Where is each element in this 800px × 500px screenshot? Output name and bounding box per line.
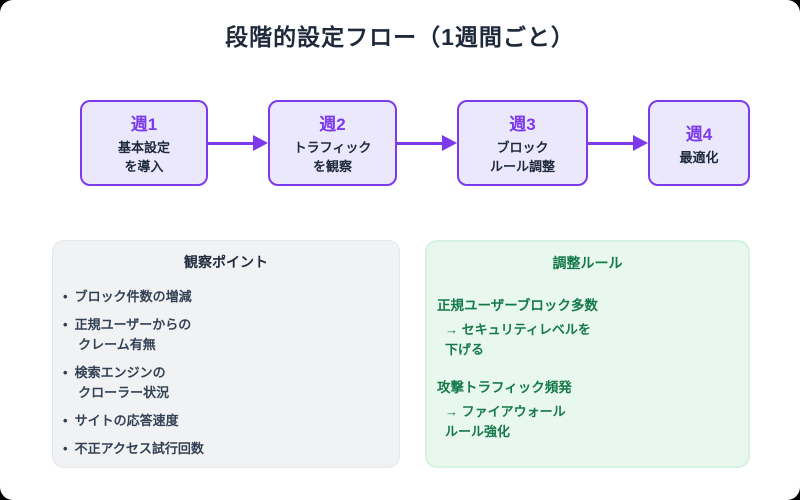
observation-panel-title: 観察ポイント — [184, 254, 268, 270]
list-item-text: ブロック件数の増減 — [74, 289, 192, 304]
flow-step-week3: 週3 ブロック ルール調整 — [457, 100, 588, 186]
list-item: • 正規ユーザーからの クレーム有無 — [63, 315, 389, 355]
list-item-text: サイトの応答速度 — [74, 413, 179, 428]
list-item: • サイトの応答速度 — [63, 411, 389, 431]
rules-panel-title: 調整ルール — [552, 255, 623, 271]
bullet-icon: • — [63, 413, 68, 428]
arrow-line — [397, 141, 442, 145]
step-description: 基本設定 を導入 — [117, 140, 170, 174]
flow-row: 週1 基本設定 を導入 週2 トラフィック を観察 週3 ブロック ルール調整 … — [80, 100, 750, 186]
page-title: 段階的設定フロー（1週間ごと） — [225, 24, 575, 50]
observation-panel: 観察ポイント • ブロック件数の増減 • 正規ユーザーからの クレーム有無 • … — [52, 240, 400, 468]
rule-action: → セキュリティレベルを 下げる — [445, 322, 591, 357]
rule-action: → ファイアウォール ルール強化 — [445, 404, 566, 439]
step-description: 最適化 — [679, 149, 719, 165]
rule-condition: 攻撃トラフィック頻発 — [437, 380, 572, 395]
arrow-line — [208, 141, 253, 145]
step-description: トラフィック を観察 — [293, 140, 372, 174]
arrow-head-icon — [442, 135, 457, 151]
list-item-text: 不正アクセス試行回数 — [74, 441, 204, 456]
list-item: • ブロック件数の増減 — [63, 287, 389, 307]
bullet-icon: • — [63, 441, 68, 456]
week-label: 週2 — [319, 115, 346, 134]
rule-condition: 正規ユーザーブロック多数 — [437, 298, 598, 313]
flow-arrow-3 — [588, 100, 648, 186]
bullet-icon: • — [63, 365, 68, 380]
flow-step-week2: 週2 トラフィック を観察 — [268, 100, 397, 186]
arrow-head-icon — [633, 135, 648, 151]
list-item: • 不正アクセス試行回数 — [63, 439, 389, 459]
flow-arrow-2 — [397, 100, 457, 186]
list-item: • 検索エンジンの クローラー状況 — [63, 363, 389, 403]
step-description: ブロック ルール調整 — [489, 140, 555, 174]
flow-step-week4: 週4 最適化 — [648, 100, 750, 186]
flow-arrow-1 — [208, 100, 268, 186]
arrow-line — [588, 141, 633, 145]
week-label: 週4 — [685, 124, 713, 144]
week-label: 週3 — [509, 115, 536, 134]
arrow-head-icon — [253, 135, 268, 151]
list-item-text: 検索エンジンの クローラー状況 — [74, 365, 170, 400]
week-label: 週1 — [130, 115, 158, 134]
rules-panel: 調整ルール 正規ユーザーブロック多数 → セキュリティレベルを 下げる 攻撃トラ… — [425, 240, 750, 468]
observation-list: • ブロック件数の増減 • 正規ユーザーからの クレーム有無 • 検索エンジンの… — [53, 287, 399, 459]
bullet-icon: • — [63, 289, 68, 304]
list-item-text: 正規ユーザーからの クレーム有無 — [74, 317, 192, 352]
bullet-icon: • — [63, 317, 68, 332]
flow-step-week1: 週1 基本設定 を導入 — [80, 100, 208, 186]
